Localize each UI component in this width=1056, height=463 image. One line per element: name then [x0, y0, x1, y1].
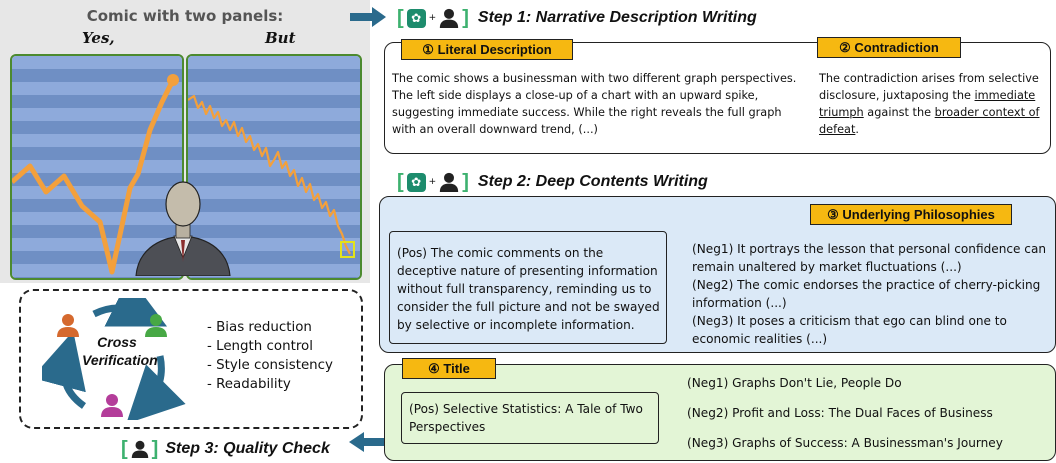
plus-sign: + [428, 13, 437, 23]
positive-philosophy-text: (Pos) The comic comments on the deceptiv… [397, 246, 660, 332]
bracket-close: ] [462, 170, 469, 193]
chatgpt-icon: ✿ [406, 8, 426, 28]
step1-box [384, 42, 1051, 154]
cross-label-line2: Verification [82, 352, 158, 368]
criteria-item: - Length control [207, 339, 313, 354]
positive-title-text: (Pos) Selective Statistics: A Tale of Tw… [409, 402, 643, 434]
contradiction-mid: against the [863, 106, 935, 119]
cycle-arrows-icon [42, 298, 186, 420]
person-icon [57, 314, 79, 337]
comic-panel-left-art [12, 56, 182, 278]
businessman-figure [135, 181, 231, 276]
bracket-close: ] [151, 437, 159, 460]
contradiction-text: The contradiction arises from selective … [819, 70, 1047, 138]
cross-verification-box [19, 289, 363, 429]
comic-panel-right [186, 54, 362, 280]
chatgpt-icon: ✿ [406, 172, 426, 192]
literal-description-text: The comic shows a businessman with two d… [392, 72, 797, 136]
arrow-icon [349, 432, 387, 452]
bracket-open: [ [397, 6, 404, 29]
contradiction-underline-1: immediate triumph [819, 89, 1036, 119]
step1-header: [ ✿ + ] Step 1: Narrative Description Wr… [397, 5, 757, 31]
negative-title-3: (Neg3) Graphs of Success: A Businessman'… [687, 436, 1003, 450]
bracket-close: ] [462, 6, 469, 29]
title-tag: ④ Title [402, 358, 496, 379]
contradiction-tag: ② Contradiction [817, 37, 961, 58]
criteria-item: - Bias reduction [207, 320, 312, 335]
cross-label-line1: Cross [97, 334, 137, 350]
panel-left-label: Yes, [82, 29, 115, 47]
contradiction-post: . [855, 123, 859, 136]
bracket-open: [ [397, 170, 404, 193]
step3-header: [ ] Step 3: Quality Check [121, 437, 330, 461]
literal-description-tag: ① Literal Description [401, 39, 573, 60]
negative-philosophy-2: (Neg2) The comic endorses the practice o… [692, 278, 1041, 310]
person-icon [440, 8, 459, 28]
negative-title-2: (Neg2) Profit and Loss: The Dual Faces o… [687, 406, 993, 420]
step2-heading: Step 2: Deep Contents Writing [477, 173, 708, 190]
step3-heading: Step 3: Quality Check [165, 440, 330, 457]
person-icon [145, 314, 167, 337]
comic-panel-right-art [188, 56, 360, 278]
criteria-item: - Style consistency [207, 358, 333, 373]
underlying-philosophies-tag: ③ Underlying Philosophies [810, 204, 1012, 225]
negative-title-1: (Neg1) Graphs Don't Lie, People Do [687, 376, 902, 390]
step1-heading: Step 1: Narrative Description Writing [477, 9, 757, 26]
cross-verification-label: Cross Verification [82, 333, 158, 369]
person-icon [440, 172, 459, 192]
plus-sign: + [428, 177, 437, 187]
verification-criteria-list: - Bias reduction - Length control - Styl… [207, 318, 333, 394]
panel-right-label: But [265, 29, 296, 47]
negative-philosophy-3: (Neg3) It poses a criticism that ego can… [692, 314, 1007, 346]
person-icon [101, 394, 123, 417]
person-icon [131, 440, 148, 458]
comic-panel-left [10, 54, 184, 280]
comic-title: Comic with two panels: [86, 7, 284, 25]
criteria-item: - Readability [207, 377, 291, 392]
positive-philosophy-box [389, 231, 667, 344]
bracket-open: [ [121, 437, 128, 460]
step2-header: [ ✿ + ] Step 2: Deep Contents Writing [397, 169, 708, 195]
contradiction-pre: The contradiction arises from selective … [819, 72, 1039, 102]
negative-philosophy-1: (Neg1) It portrays the lesson that perso… [692, 242, 1047, 274]
arrow-icon [350, 7, 386, 27]
contradiction-underline-2: broader context of defeat [819, 106, 1040, 136]
positive-title-box [401, 392, 659, 444]
